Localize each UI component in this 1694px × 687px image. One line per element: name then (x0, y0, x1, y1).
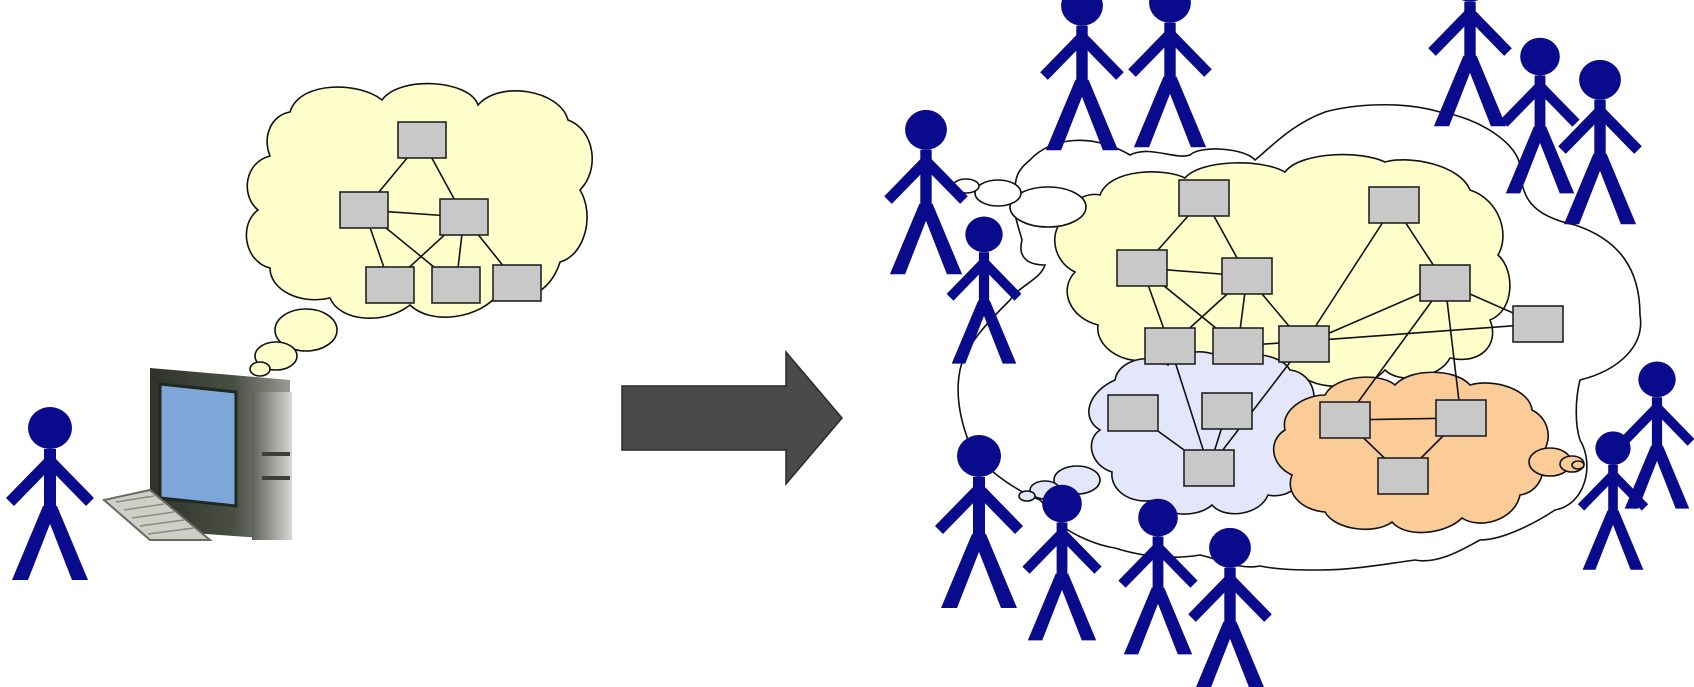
concept-node-box (397, 121, 447, 159)
stick-figure-person-icon (6, 407, 94, 580)
tower-drive-bay (262, 452, 290, 456)
concept-node-box (1144, 327, 1196, 365)
concept-node-box (1116, 249, 1168, 287)
tower-drive-bay-2 (262, 476, 290, 480)
concept-node-box (492, 264, 542, 302)
white-bubble-large (1009, 186, 1087, 228)
concept-node-box (1512, 305, 1564, 343)
concept-node-box (339, 191, 389, 229)
stick-figure-person-icon (1188, 527, 1272, 687)
concept-node-box (1435, 399, 1487, 437)
blue-bubble-small (1018, 490, 1036, 502)
right-people (884, 0, 1694, 687)
shared-orange-cloud (1272, 371, 1549, 534)
concept-link (1303, 204, 1395, 345)
concept-node-box (365, 266, 415, 304)
computer-screen (158, 382, 238, 508)
concept-link (1208, 343, 1305, 469)
stick-figure-person-icon (1022, 484, 1102, 641)
desktop-computer-icon (101, 368, 292, 541)
stick-figure-person-icon (946, 216, 1022, 364)
stick-figure-person-icon (1118, 498, 1198, 655)
concept-node-box (1183, 449, 1235, 487)
stick-figure-person-icon (1500, 37, 1580, 194)
stick-figure-person-icon (1577, 431, 1649, 570)
left-concept-graph (339, 121, 542, 304)
concept-node-box (431, 266, 481, 304)
concept-node-box (1368, 186, 1420, 224)
stick-figure-person-icon (1040, 0, 1124, 151)
thought-bubble-small (249, 361, 271, 377)
keyboard-keys (115, 495, 195, 535)
concept-link (1444, 282, 1462, 419)
concept-node-box (1221, 257, 1273, 295)
thought-bubble-large (274, 308, 338, 352)
right-scene (884, 0, 1694, 687)
right-concept-graph (1107, 179, 1564, 495)
left-scene (6, 82, 593, 580)
stick-figure-person-icon (884, 109, 968, 275)
concept-node-box (1212, 327, 1264, 365)
stick-figure-person-icon (1558, 59, 1642, 225)
stick-figure-person-icon (1428, 0, 1512, 127)
stick-figure-person-icon (1128, 0, 1212, 148)
orange-bubble-small (1571, 460, 1585, 470)
left-people (6, 407, 94, 580)
concept-link (1344, 282, 1446, 421)
stick-figure-person-icon (935, 435, 1023, 608)
concept-node-box (439, 198, 489, 236)
concept-node-box (1377, 457, 1429, 495)
concept-node-box (1178, 179, 1230, 217)
concept-link (1169, 345, 1210, 469)
concept-node-box (1319, 401, 1371, 439)
right-arrow-icon (621, 349, 843, 487)
white-bubble-medium (974, 179, 1022, 207)
concept-node-box (1419, 264, 1471, 302)
computer-tower (252, 392, 292, 540)
concept-node-box (1278, 325, 1330, 363)
concept-node-box (1201, 392, 1253, 430)
concept-node-box (1107, 394, 1159, 432)
